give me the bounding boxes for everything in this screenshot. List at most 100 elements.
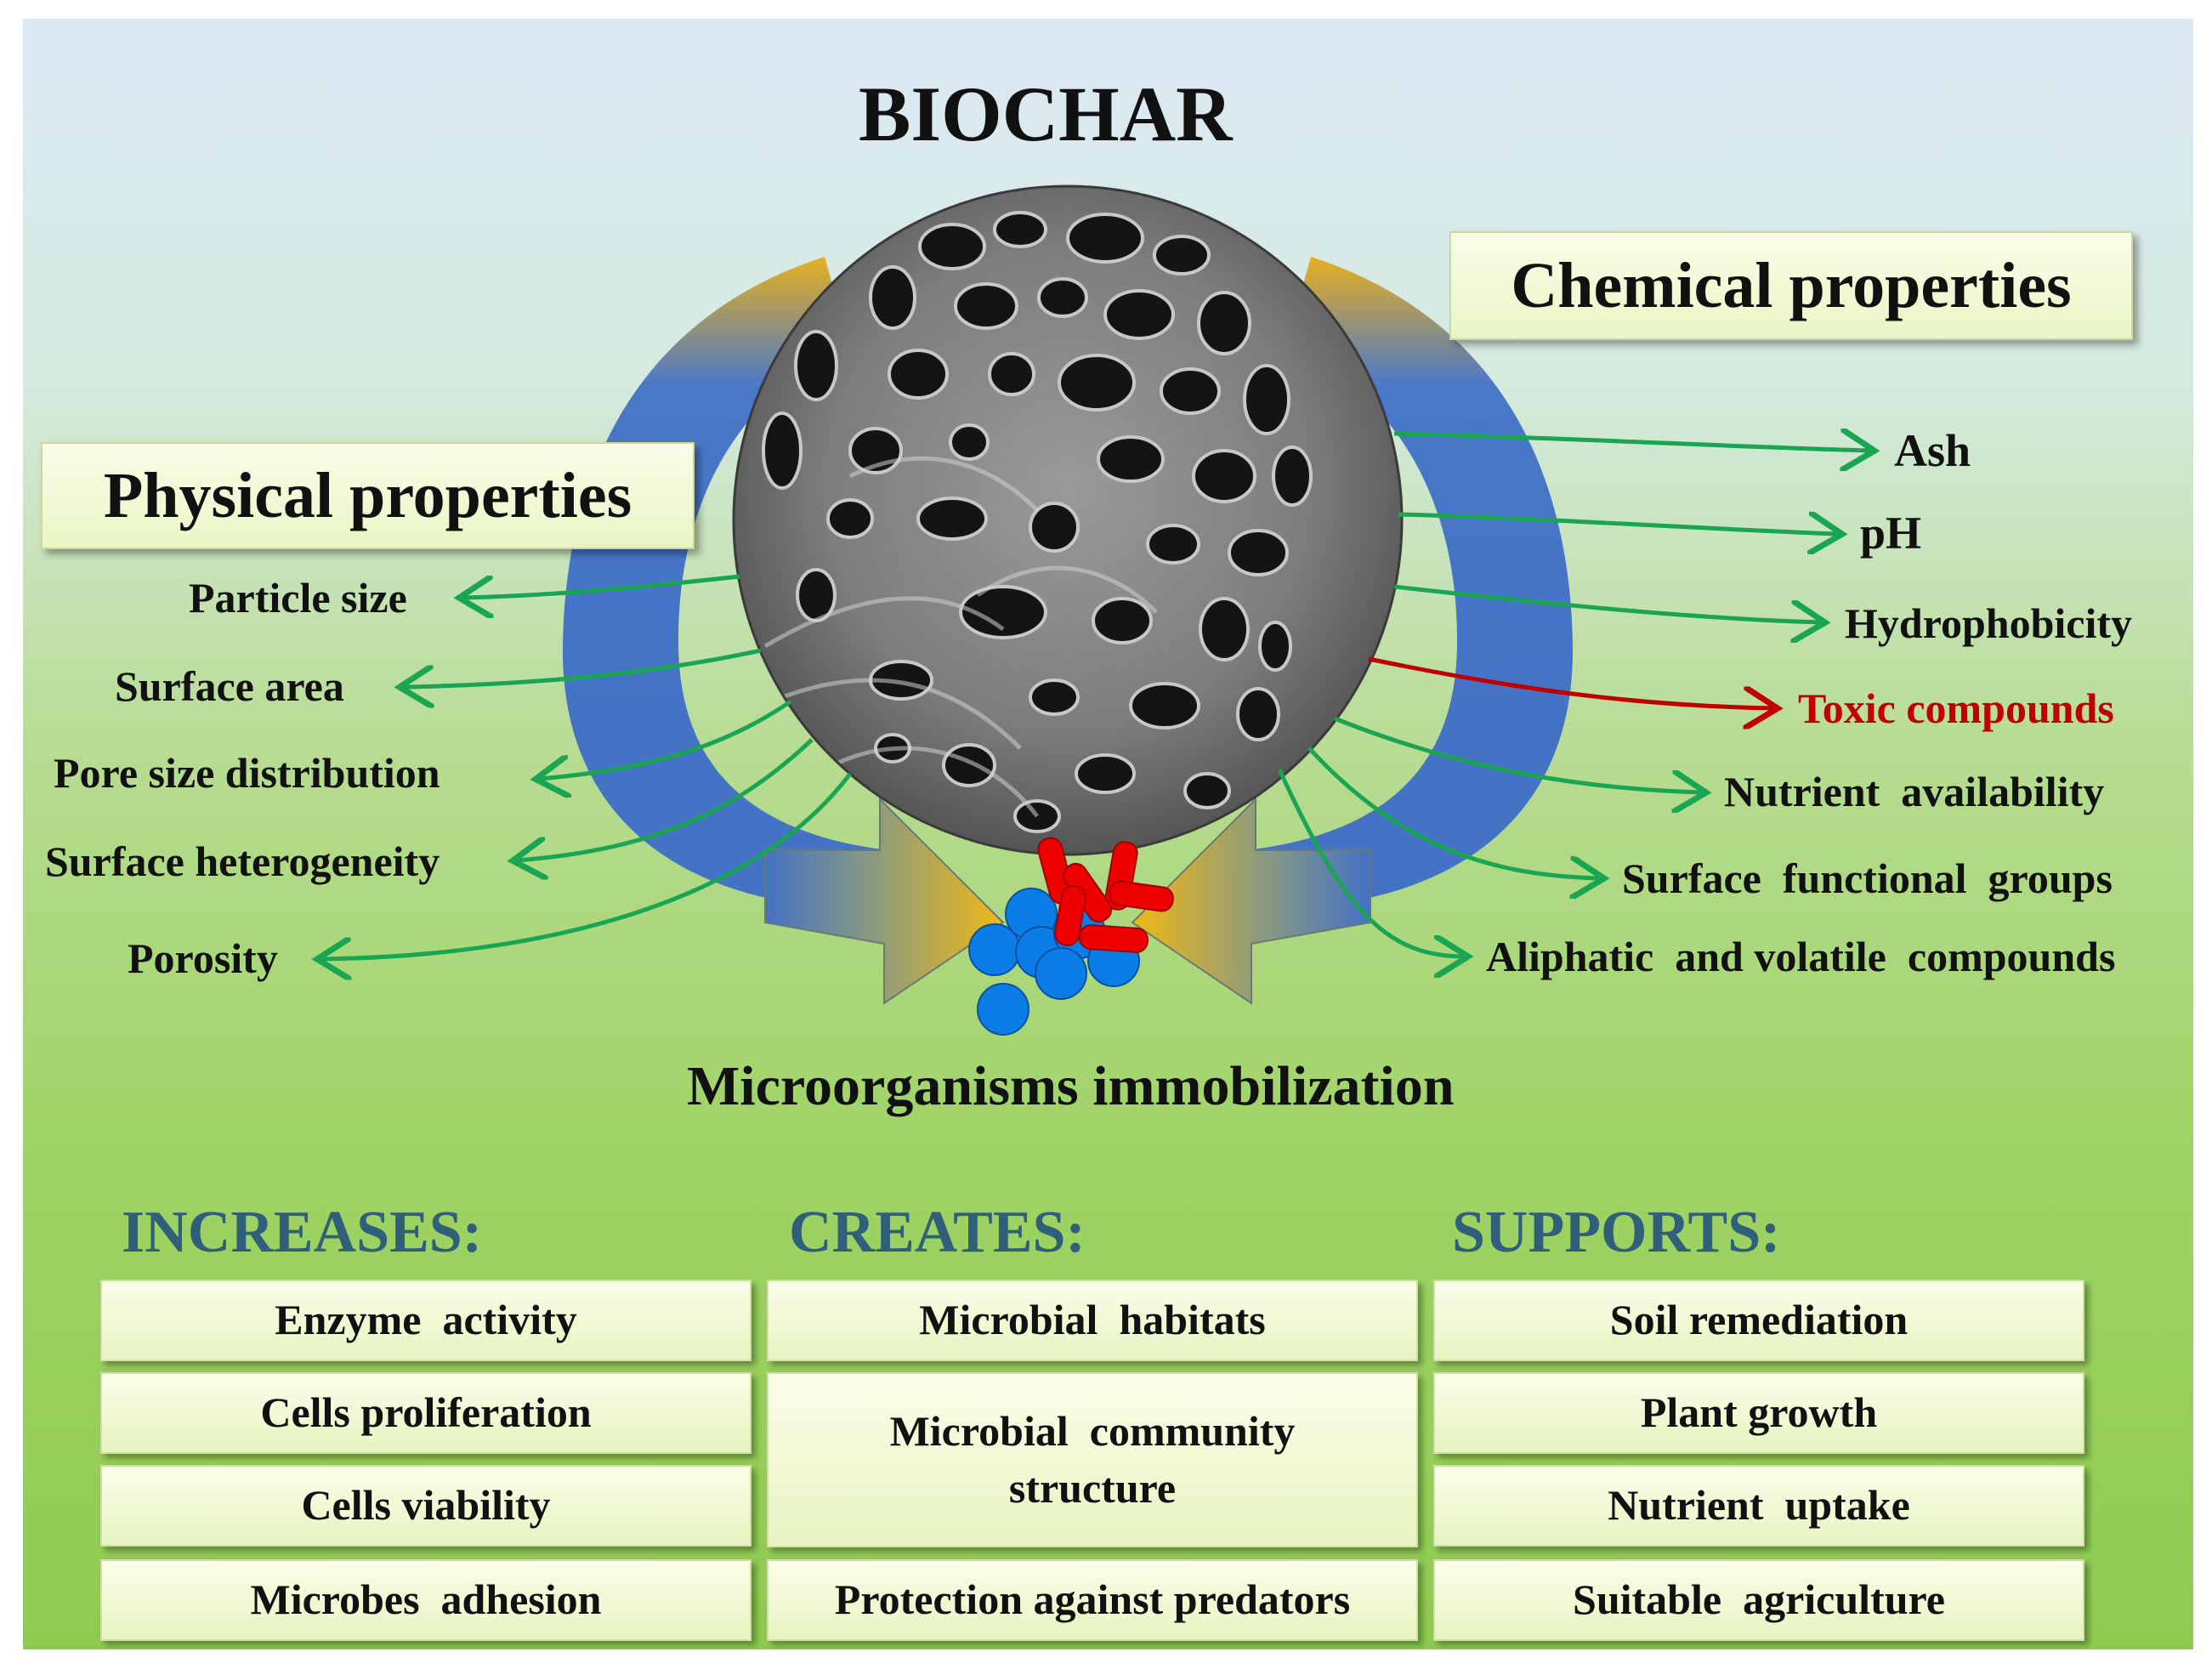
blue-cells [968, 888, 1140, 1036]
sem-fiber [781, 678, 1022, 750]
creates-heading: CREATES: [789, 1200, 1086, 1265]
sem-pore [942, 743, 996, 787]
sem-pore [1243, 364, 1290, 435]
sem-pore [1029, 678, 1080, 716]
biochar-sem-image [734, 186, 1402, 854]
increases-box-proliferation: Cells proliferation [100, 1372, 752, 1454]
supports-item: Soil remediation [1609, 1296, 1909, 1344]
sem-pore [1029, 502, 1080, 553]
sem-pore [1236, 687, 1280, 741]
chemical-item-aliphatic: Aliphatic and volatile compounds [1486, 933, 2116, 980]
increases-box-viability: Cells viability [100, 1465, 752, 1547]
sem-pore [1058, 354, 1136, 412]
physical-arrows [321, 574, 852, 959]
chemical-item-ash: Ash [1894, 425, 1971, 476]
left-ring-arc [562, 257, 888, 901]
sem-fiber [848, 456, 1039, 512]
sem-pore [959, 585, 1047, 639]
creates-item: Protection against predators [834, 1575, 1351, 1624]
chemical-item-ph: pH [1860, 508, 1922, 559]
arrow-surface-heterogeneity [517, 738, 814, 860]
creates-item: Microbial habitats [919, 1296, 1266, 1344]
chemical-item-toxic: Toxic compounds [1798, 684, 2114, 732]
red-bacteria [1037, 837, 1174, 953]
sem-pore [918, 223, 986, 270]
sem-pore [1153, 235, 1211, 275]
sem-pore [988, 352, 1035, 396]
supports-box-plant-growth: Plant growth [1433, 1372, 2084, 1454]
increases-item: Cells proliferation [260, 1388, 592, 1437]
sem-pore [1197, 291, 1251, 355]
sem-pore [826, 498, 874, 539]
sem-fiber [831, 746, 1039, 818]
chemical-item-functional-groups: Surface functional groups [1622, 854, 2113, 902]
arrow-particle-size [463, 574, 740, 598]
increases-heading: INCREASES: [122, 1200, 482, 1265]
creates-box-protection: Protection against predators [767, 1559, 1418, 1641]
sem-pore [1103, 289, 1175, 340]
supports-item: Nutrient uptake [1608, 1481, 1910, 1530]
chemical-item-hydrophobicity: Hydrophobicity [1845, 599, 2133, 647]
increases-box-adhesion: Microbes adhesion [100, 1559, 752, 1641]
sem-pore [1192, 449, 1256, 503]
physical-item-particle-size: Particle size [189, 574, 407, 622]
creates-box-habitats: Microbial habitats [767, 1280, 1418, 1361]
chemical-item-nutrient: Nutrient availability [1724, 768, 2105, 815]
sem-pore [1183, 772, 1231, 809]
increases-box-enzyme: Enzyme activity [100, 1280, 752, 1361]
physical-item-porosity: Porosity [128, 934, 278, 982]
sem-pore [869, 265, 916, 330]
sem-pore [1228, 529, 1289, 576]
sem-pore [1075, 753, 1136, 794]
arrow-functional-groups [1307, 747, 1600, 878]
physical-properties-header: Physical properties [41, 442, 695, 549]
arrow-nutrient-availability [1334, 716, 1702, 792]
arrow-pore-size [540, 699, 792, 779]
diagram-title: BIOCHAR [859, 71, 1233, 157]
physical-item-heterogeneity: Surface heterogeneity [45, 837, 440, 885]
microorganisms-immobilization-label: Microorganisms immobilization [687, 1055, 1455, 1117]
sem-fiber [976, 565, 1158, 614]
sem-pore [1146, 524, 1200, 565]
sem-pore [1258, 621, 1292, 672]
supports-heading: SUPPORTS: [1452, 1200, 1781, 1265]
arrow-aliphatic [1277, 768, 1464, 957]
chemical-properties-title: Chemical properties [1511, 249, 2072, 321]
sem-pore [954, 282, 1018, 330]
arrow-porosity [321, 772, 852, 959]
increases-item: Microbes adhesion [250, 1575, 602, 1624]
sem-pore [1272, 446, 1313, 507]
physical-item-pore-size: Pore size distribution [54, 749, 440, 797]
supports-box-nutrient-uptake: Nutrient uptake [1433, 1465, 2084, 1547]
supports-item: Suitable agriculture [1573, 1575, 1945, 1624]
sem-pore [949, 423, 990, 461]
arrow-ph [1398, 514, 1838, 534]
increases-item: Cells viability [301, 1481, 551, 1530]
sem-pore [1097, 435, 1165, 483]
arrow-toxic-compounds [1368, 656, 1773, 708]
sem-pore [1092, 597, 1153, 644]
physical-properties-title: Physical properties [103, 459, 632, 531]
right-arrowhead [1131, 797, 1371, 1005]
sem-pore [1066, 213, 1144, 264]
supports-box-agriculture: Suitable agriculture [1433, 1559, 2084, 1641]
sem-pore [916, 497, 988, 541]
sem-pore [888, 349, 949, 400]
increases-item: Enzyme activity [275, 1296, 577, 1344]
arrow-surface-area [404, 648, 762, 687]
sem-pore [993, 211, 1047, 248]
sem-pore [1129, 682, 1200, 729]
supports-box-remediation: Soil remediation [1433, 1280, 2084, 1361]
sem-pore [794, 330, 838, 401]
arrow-ash [1393, 434, 1870, 451]
sem-pore [762, 412, 803, 490]
creates-box-community: Microbial community structure [767, 1372, 1418, 1547]
sem-pore [1160, 367, 1221, 415]
right-ring-arc [1247, 257, 1574, 901]
creates-item: Microbial community structure [889, 1406, 1306, 1513]
chemical-properties-header: Chemical properties [1449, 231, 2133, 340]
sem-pore [1037, 277, 1088, 318]
arrow-hydrophobicity [1393, 584, 1821, 622]
physical-item-surface-area: Surface area [115, 662, 344, 710]
